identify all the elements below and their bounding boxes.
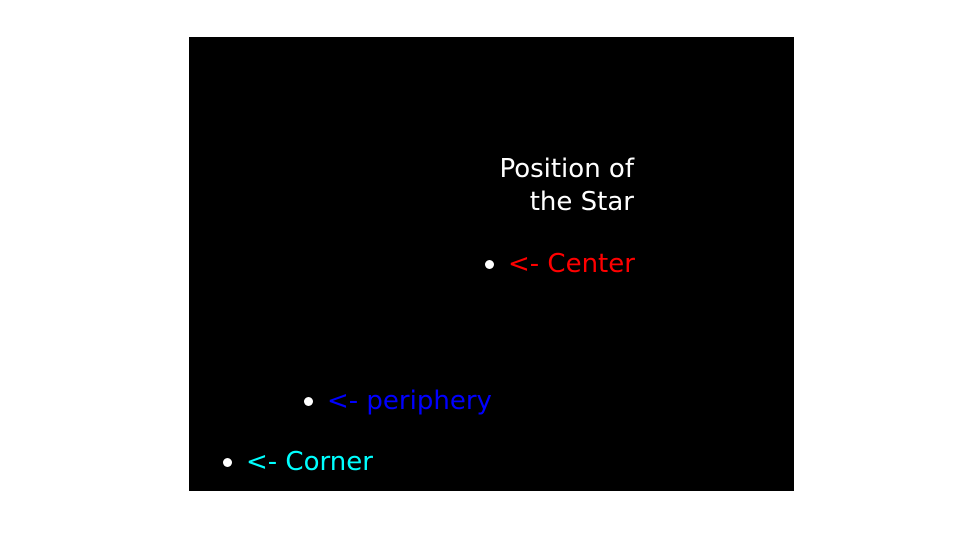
marker-center-label: <- Center <box>508 249 635 279</box>
marker-corner: <- Corner <box>223 447 373 477</box>
bullet-dot-icon <box>223 457 232 467</box>
heading-line-1: Position of <box>499 154 634 184</box>
slide-heading: Position of the Star <box>499 153 634 219</box>
bullet-dot-icon <box>485 259 494 269</box>
marker-periphery: <- periphery <box>304 386 492 416</box>
marker-corner-label: <- Corner <box>246 447 373 477</box>
marker-center: <- Center <box>485 249 635 279</box>
bullet-dot-icon <box>304 396 313 406</box>
slide-canvas: Position of the Star <- Center <- periph… <box>189 37 794 491</box>
marker-periphery-label: <- periphery <box>327 386 492 416</box>
heading-line-2: the Star <box>529 187 634 217</box>
